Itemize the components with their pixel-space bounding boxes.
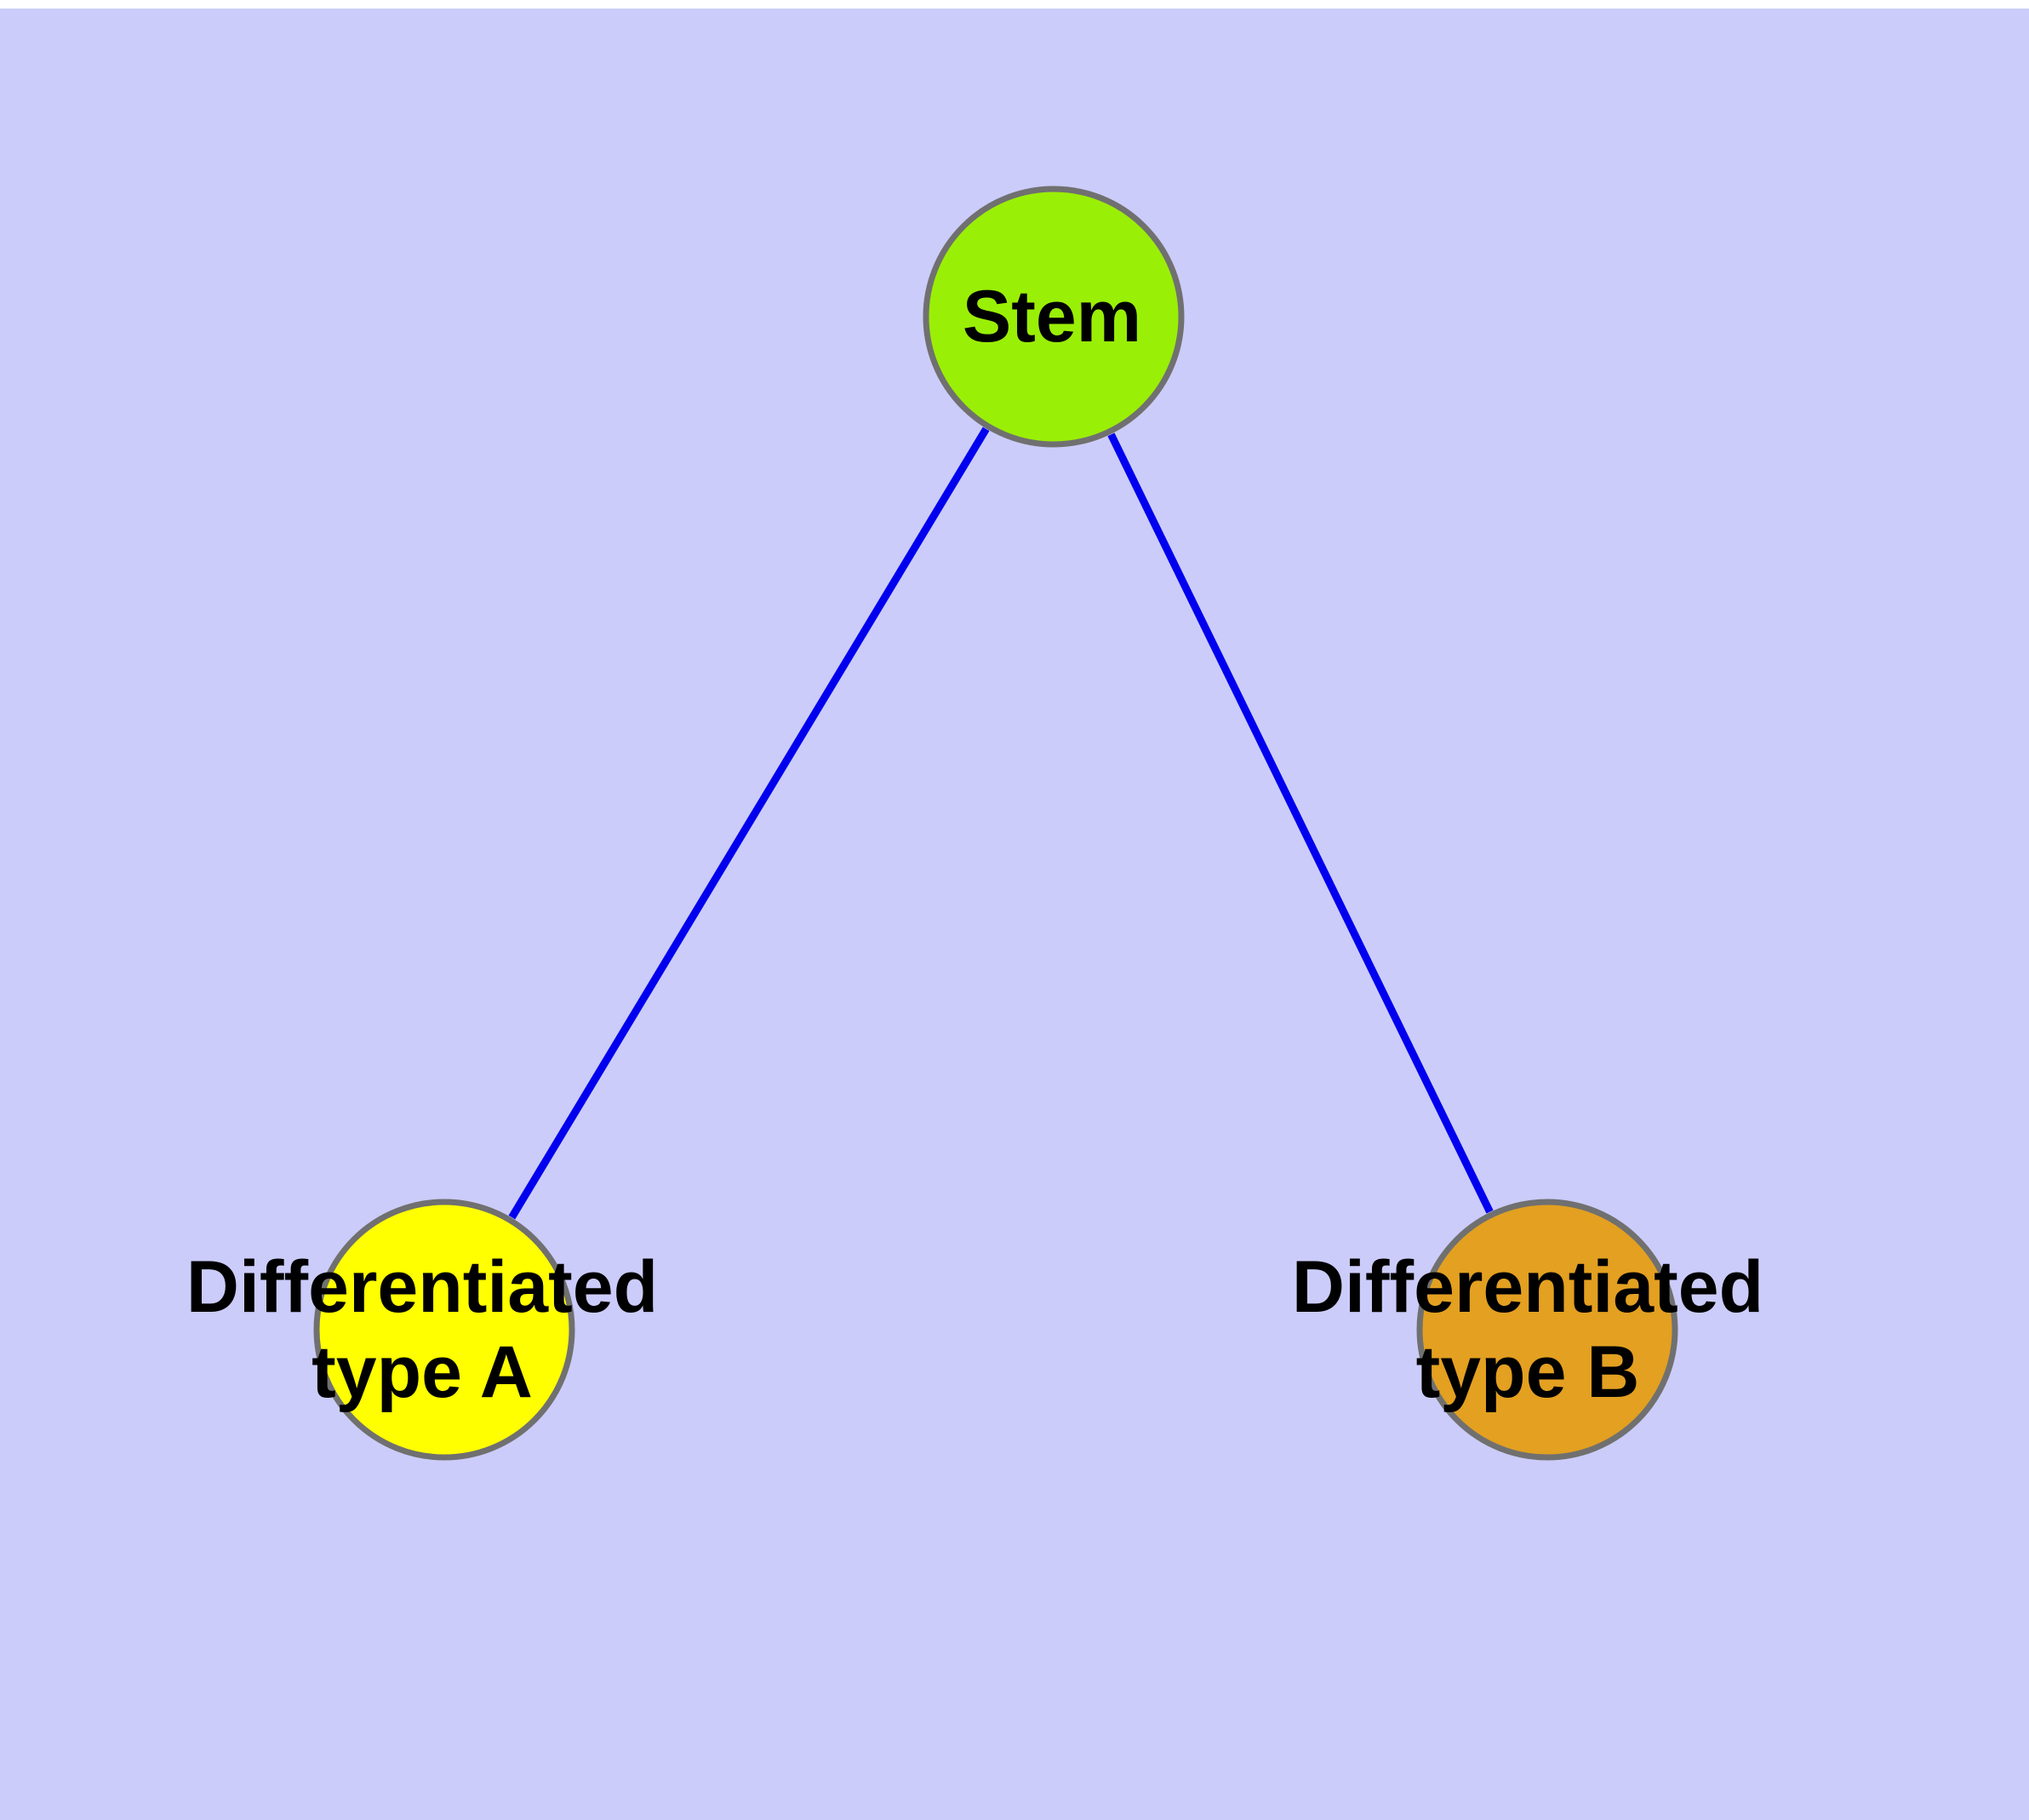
- node-label-stem: Stem: [963, 276, 1141, 358]
- nodes-group: [313, 186, 1678, 1461]
- graph-node-diff_a[interactable]: [313, 1199, 575, 1461]
- graph-node-diff_b[interactable]: [1416, 1199, 1678, 1461]
- graph-edge-stem-diff_a[interactable]: [508, 426, 990, 1220]
- node-label-line: Differentiated: [186, 1246, 658, 1328]
- node-label-line: type B: [1416, 1331, 1640, 1413]
- graph-node-stem[interactable]: [923, 186, 1185, 448]
- edges-group: [508, 426, 1494, 1220]
- node-label-line: Stem: [963, 276, 1141, 358]
- graph-edge-stem-diff_b[interactable]: [1107, 432, 1494, 1214]
- node-label-line: Differentiated: [1292, 1246, 1763, 1328]
- node-label-line: type A: [311, 1331, 533, 1413]
